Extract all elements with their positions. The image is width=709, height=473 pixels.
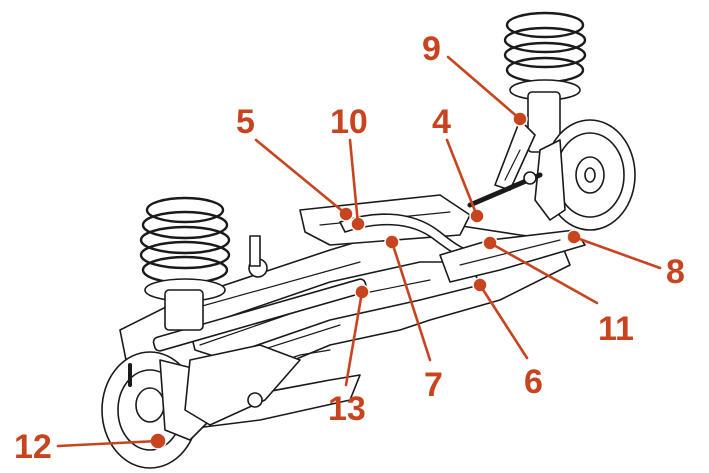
callout-9: 9 xyxy=(422,30,441,68)
callout-10: 10 xyxy=(330,103,368,141)
callout-11: 11 xyxy=(598,310,634,348)
left-wheel-hub xyxy=(101,351,211,469)
callout-7: 7 xyxy=(424,366,443,404)
callout-labels: 5 10 4 9 8 11 6 7 13 12 xyxy=(14,30,685,466)
leader-4 xyxy=(445,138,479,218)
left-lower-arm xyxy=(184,344,301,426)
leader-13 xyxy=(344,290,364,387)
right-wheel-hub xyxy=(534,119,636,231)
leader-7 xyxy=(390,240,432,362)
right-strut-spring xyxy=(494,11,587,191)
leader-5 xyxy=(254,138,348,216)
left-strut-spring xyxy=(139,196,231,331)
leader-12 xyxy=(56,439,160,448)
callout-6: 6 xyxy=(524,363,543,401)
leader-lines xyxy=(56,55,662,448)
bolt-markers xyxy=(149,111,582,450)
leader-10 xyxy=(348,138,360,226)
right-tie-rod xyxy=(467,171,543,208)
callout-12: 12 xyxy=(14,428,52,466)
leader-9 xyxy=(446,55,522,121)
callout-4: 4 xyxy=(432,103,451,141)
leader-11 xyxy=(488,241,599,305)
leader-8 xyxy=(572,235,662,270)
callout-5: 5 xyxy=(236,103,255,141)
callout-8: 8 xyxy=(666,253,685,291)
callout-13: 13 xyxy=(328,390,366,428)
leader-6 xyxy=(478,283,529,360)
